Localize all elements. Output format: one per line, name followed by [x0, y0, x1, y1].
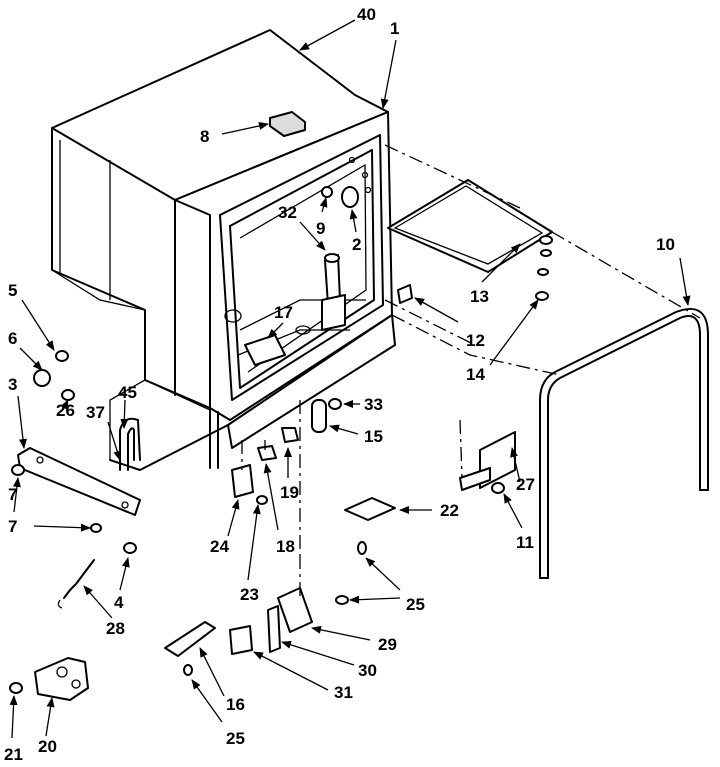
- label-33: 33: [364, 395, 383, 414]
- label-25-bottom: 25: [226, 729, 245, 748]
- assembly-dash-lines: [241, 144, 701, 600]
- label-11: 11: [516, 533, 534, 552]
- label-31: 31: [334, 683, 353, 702]
- label-4: 4: [114, 593, 124, 612]
- label-28: 28: [106, 619, 125, 638]
- label-12: 12: [466, 331, 485, 350]
- label-22: 22: [440, 501, 459, 520]
- label-3: 3: [8, 375, 17, 394]
- float-assembly: [311, 398, 342, 433]
- heater-bracket: [224, 309, 311, 366]
- door-latch-assembly: [229, 587, 313, 655]
- door-gasket: [539, 307, 709, 579]
- spray-arm-hub: [321, 253, 346, 331]
- label-14: 14: [466, 365, 485, 384]
- base-bracket: [17, 447, 141, 516]
- door-spring: [57, 559, 95, 609]
- label-45: 45: [118, 383, 137, 402]
- label-30: 30: [358, 661, 377, 680]
- water-valve: [34, 657, 89, 701]
- label-23: 23: [240, 585, 259, 604]
- label-27: 27: [516, 475, 535, 494]
- label-7-bottom: 7: [8, 485, 17, 504]
- filter-screen: [387, 179, 553, 273]
- filter-clip: [397, 284, 413, 304]
- label-26: 26: [56, 401, 75, 420]
- label-37: 37: [86, 403, 105, 422]
- label-17: 17: [274, 303, 293, 322]
- label-18: 18: [276, 537, 295, 556]
- fasteners: [9, 350, 505, 694]
- label-19: 19: [280, 483, 299, 502]
- door-switch: [231, 464, 254, 498]
- label-32: 32: [278, 203, 297, 222]
- label-13: 13: [470, 287, 489, 306]
- label-15: 15: [364, 427, 383, 446]
- mounting-plate: [344, 497, 396, 521]
- label-40: 40: [357, 5, 376, 24]
- label-6: 6: [8, 329, 17, 348]
- side-bracket: [459, 431, 516, 491]
- label-20: 20: [38, 737, 57, 756]
- latch-lever: [164, 621, 216, 657]
- label-16: 16: [226, 695, 245, 714]
- label-2: 2: [352, 235, 361, 254]
- leader-lines: [9, 19, 691, 739]
- sensor-parts: [257, 427, 299, 461]
- part-labels: 40 1 8 9 32 2 10 13 12 14 17 5 6 3 45 37…: [4, 5, 675, 764]
- label-24: 24: [210, 537, 229, 556]
- label-8: 8: [200, 127, 209, 146]
- label-29: 29: [378, 635, 397, 654]
- label-9: 9: [316, 219, 325, 238]
- label-1: 1: [390, 19, 399, 38]
- washer-stack: [535, 235, 553, 301]
- label-5: 5: [8, 281, 17, 300]
- vent-part: [269, 111, 306, 137]
- label-10: 10: [656, 235, 675, 254]
- label-21: 21: [4, 745, 23, 764]
- label-25-top: 25: [406, 595, 425, 614]
- drain-hose: [119, 417, 141, 471]
- detergent-parts: [321, 156, 372, 208]
- label-7-top: 7: [8, 517, 17, 536]
- tub-front-frame: [174, 111, 393, 421]
